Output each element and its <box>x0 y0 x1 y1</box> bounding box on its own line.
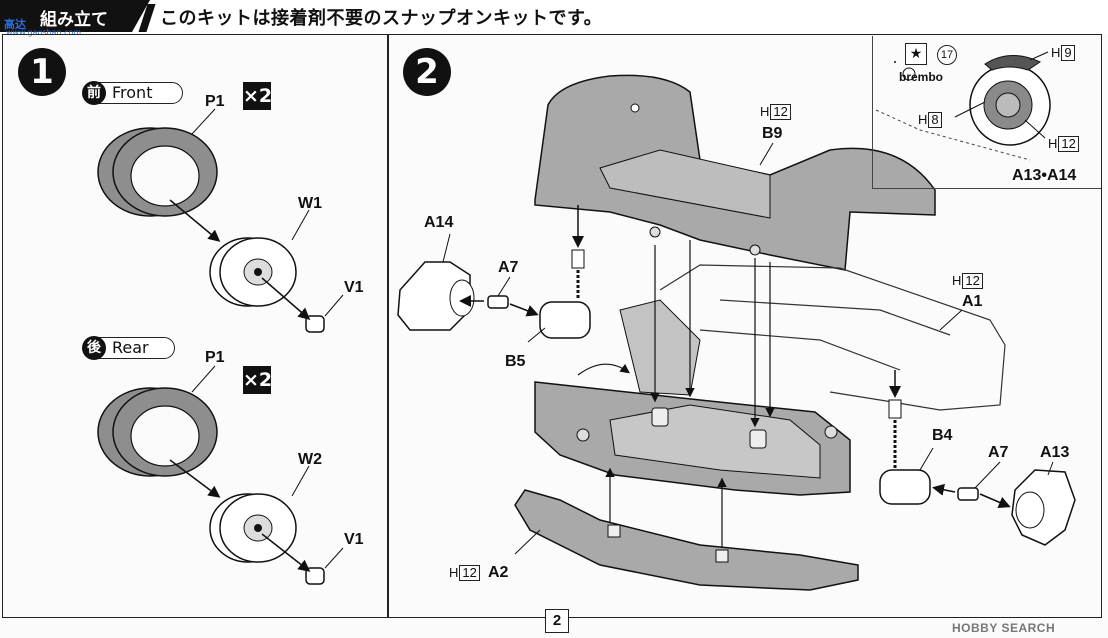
a1-h-number: 12 <box>962 273 983 289</box>
h8-letter: H <box>918 112 928 127</box>
rear-wheel-label: W2 <box>298 451 322 468</box>
part-b5-upright <box>539 249 591 339</box>
front-label: 前 Front <box>82 81 183 105</box>
step-number-2: 2 <box>403 48 451 96</box>
b9-label: B9 <box>762 125 783 142</box>
brembo-logo: brembo <box>899 70 944 84</box>
step-number-1: 1 <box>18 48 66 96</box>
rear-word: Rear <box>112 338 149 357</box>
a2-h-number: 12 <box>459 565 480 581</box>
watermark-top-left-url: www.gaoshan.com <box>6 28 82 37</box>
h9-number: 9 <box>1061 45 1075 61</box>
decal-number: 17 <box>937 45 957 65</box>
h9-letter: H <box>1051 45 1061 60</box>
part-b5-chassis <box>534 299 851 496</box>
front-wheel-w1 <box>209 237 297 307</box>
front-tire-p1 <box>97 127 218 217</box>
b4-label: B4 <box>932 427 953 444</box>
star-mark: ★ <box>905 43 927 65</box>
a14-label: A14 <box>424 214 454 231</box>
front-kanji: 前 <box>82 81 106 105</box>
front-cap-v1 <box>305 315 325 333</box>
brake-disc-detail <box>894 51 1051 146</box>
header-note: このキットは接着剤不要のスナップオンキットです。 <box>160 8 603 29</box>
step-divider <box>387 34 389 618</box>
a2-h-letter: H <box>449 565 459 580</box>
part-b4-upright <box>879 399 931 505</box>
instruction-header: 組み立て このキットは接着剤不要のスナップオンキットです。 <box>0 0 1108 34</box>
a2-label: A2 <box>488 564 509 581</box>
h8-number: 8 <box>928 112 942 128</box>
rear-quantity-badge: ×2 <box>243 366 272 394</box>
watermark-top-left: 高达 <box>4 18 26 31</box>
front-word: Front <box>112 83 153 102</box>
a1-label: A1 <box>962 293 983 310</box>
part-a14 <box>397 261 475 331</box>
b5-label: B5 <box>505 353 526 370</box>
rear-tire-p1 <box>97 387 218 477</box>
part-a7-left <box>487 295 509 309</box>
a7-right-label: A7 <box>988 444 1009 461</box>
a7-left-label: A7 <box>498 259 519 276</box>
part-a2 <box>514 489 859 591</box>
rear-cap-label: V1 <box>344 531 364 548</box>
assembly-arrows <box>605 240 775 548</box>
rear-kanji: 後 <box>82 336 106 360</box>
a1-h-letter: H <box>952 273 962 288</box>
leader-lines <box>442 142 1054 555</box>
h12-number: 12 <box>1058 136 1079 152</box>
b9-h-letter: H <box>760 104 770 119</box>
page-number: 2 <box>545 609 569 633</box>
b9-h-number: 12 <box>770 104 791 120</box>
h12-letter: H <box>1048 136 1058 151</box>
watermark-bottom-right: HOBBY SEARCH <box>952 621 1056 635</box>
part-b9 <box>534 74 936 271</box>
part-a13 <box>1011 469 1076 546</box>
front-cap-label: V1 <box>344 279 364 296</box>
rear-wheel-w2 <box>209 493 297 563</box>
section-tab-label: 組み立て <box>40 10 108 30</box>
rear-tire-label: P1 <box>205 349 225 366</box>
part-a7-right <box>957 487 979 501</box>
brake-detail-callout <box>872 36 1101 189</box>
rear-label: 後 Rear <box>82 336 175 360</box>
rear-cap-v1 <box>305 567 325 585</box>
callout-label: A13•A14 <box>1012 167 1077 184</box>
front-quantity-badge: ×2 <box>243 82 272 110</box>
section-tab: 組み立て <box>0 0 150 32</box>
front-wheel-label: W1 <box>298 195 322 212</box>
a13-label: A13 <box>1040 444 1070 461</box>
front-tire-label: P1 <box>205 93 225 110</box>
